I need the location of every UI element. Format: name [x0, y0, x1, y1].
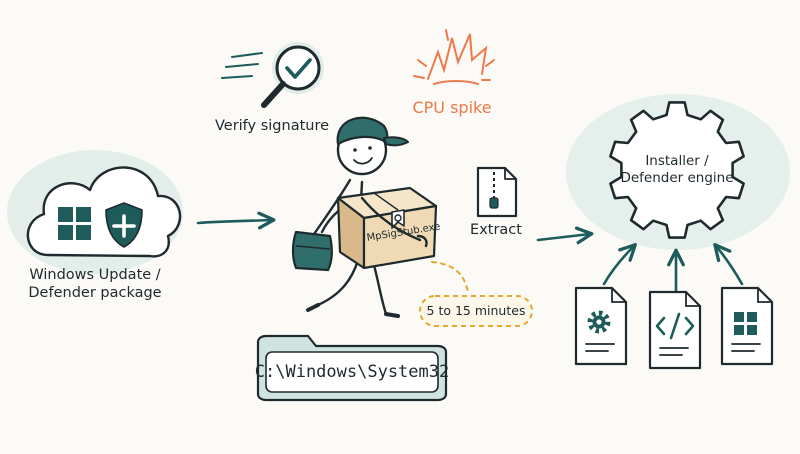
folder-path-label: C:\Windows\System32 — [254, 362, 450, 382]
cpu-spike-label: CPU spike — [412, 98, 492, 117]
source-label: Windows Update / Defender package — [28, 266, 161, 302]
shield-icon — [105, 202, 143, 248]
courier-hand — [360, 196, 428, 248]
arrow-file3-to-engine — [713, 242, 744, 286]
cog-icon — [587, 310, 611, 334]
arrow-to-courier — [196, 211, 276, 230]
engine-label-line2: Defender engine — [620, 169, 734, 186]
source-label-line1: Windows Update / — [29, 267, 161, 283]
verify-label: Verify signature — [214, 118, 330, 134]
engine-label: Installer / Defender engine — [620, 153, 733, 187]
code-brackets-icon — [655, 312, 695, 340]
engine-label-line1: Installer / — [645, 153, 709, 169]
windows-logo-icon — [58, 207, 91, 240]
cloud-icon — [7, 150, 183, 274]
cpu-spike-burst-icon — [413, 29, 495, 85]
settings-file-icon — [574, 286, 628, 366]
shoulder-bag-icon — [291, 230, 333, 272]
zip-file-icon — [476, 166, 518, 218]
cap-icon — [336, 116, 409, 147]
arrow-to-engine — [536, 226, 594, 245]
speed-lines-icon — [221, 52, 263, 79]
duration-connector — [431, 261, 469, 293]
package-box-icon — [336, 186, 438, 270]
duration-badge — [419, 295, 533, 327]
source-label-line2: Defender package — [28, 285, 162, 302]
arrow-file1-to-engine — [602, 243, 637, 286]
code-file-icon — [648, 290, 702, 370]
extract-label: Extract — [470, 222, 522, 238]
grid-file-icon — [720, 286, 774, 366]
app-grid-icon — [734, 312, 757, 335]
folder-icon — [256, 334, 448, 402]
gear-engine-icon — [566, 94, 790, 250]
magnifier-check-icon — [261, 42, 324, 108]
duration-label: 5 to 15 minutes — [426, 303, 526, 318]
